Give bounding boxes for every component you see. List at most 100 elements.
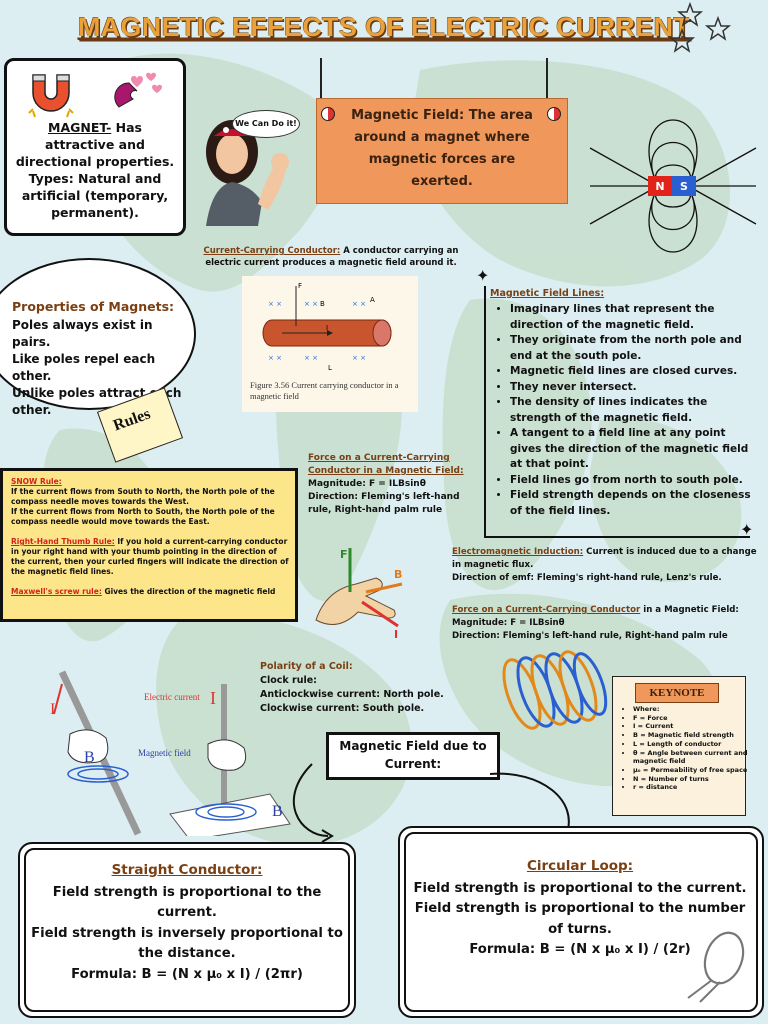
- conductor-text: Current-Carrying Conductor: A conductor …: [200, 245, 462, 269]
- keynote-item: Where:: [633, 705, 757, 714]
- hanger-left: [320, 58, 322, 100]
- l-label: L: [328, 364, 332, 372]
- straight-conductor-text: Straight Conductor: Field strength is pr…: [30, 860, 344, 985]
- we-can-do-it-woman-illustration: [206, 120, 289, 226]
- hanger-right: [546, 58, 548, 100]
- circular-loop-text: Circular Loop: Field strength is proport…: [408, 856, 752, 961]
- conductor-figure: × ×× ×× × × ×× ×× × F B A I L Figure 3.5…: [242, 276, 418, 412]
- bar-magnet-field-diagram: N S: [589, 119, 757, 253]
- induction-emf: Direction of emf: Fleming's right-hand r…: [452, 573, 722, 583]
- field-lines-list: Imaginary lines that represent the direc…: [494, 302, 758, 519]
- magnet-types: Types: Natural and artificial (temporary…: [21, 171, 169, 220]
- force-direction: Direction: Fleming's left-hand rule, Rig…: [308, 492, 460, 515]
- keynote-list: Where: F = Force I = Current B = Magneti…: [617, 705, 757, 792]
- svg-text:× ×: × ×: [304, 354, 318, 362]
- sparkle-icon: ✦: [740, 520, 754, 539]
- keynote-item: μ₀ = Permeability of free space: [633, 766, 757, 775]
- magnet-card: MAGNET- Has attractive and directional p…: [4, 58, 186, 236]
- mfdc-box: Magnetic Field due to Current:: [326, 732, 500, 780]
- snow-rule-line: If the current flows from North to South…: [11, 507, 275, 526]
- field-line-item: A tangent to a field line at any point g…: [510, 426, 758, 473]
- rules-note-label: Rules: [111, 405, 153, 435]
- induction-definition: Current is induced due to a change in ma…: [452, 547, 757, 570]
- field-lines-heading: Magnetic Field Lines:: [490, 288, 605, 299]
- force2-magnitude: Magnitude: F = ILBsinθ: [452, 618, 565, 628]
- i-right-label: I: [210, 688, 216, 708]
- field-line-item: Field lines go from north to south pole.: [510, 473, 758, 489]
- field-line-item: They never intersect.: [510, 380, 758, 396]
- magnet-term: MAGNET-: [48, 120, 112, 135]
- north-pole-label: N: [655, 180, 664, 193]
- right-hand-thumb-rule-illustration: I B Electric current I Magnetic field B: [50, 670, 291, 836]
- force2-direction: Direction: Fleming's left-hand rule, Rig…: [452, 631, 728, 641]
- keynote-item: B = Magnetic field strength: [633, 731, 757, 740]
- rules-box: SNOW Rule: If the current flows from Sou…: [0, 468, 298, 622]
- snow-rule-line: If the current flows from South to North…: [11, 487, 275, 506]
- circular-heading: Circular Loop:: [526, 858, 634, 874]
- b-right-label: B: [272, 803, 283, 820]
- fleming-i-label: I: [394, 628, 398, 640]
- pin-icon: [321, 107, 335, 121]
- field-label: Magnetic field: [138, 748, 191, 758]
- circular-line: Field strength is proportional to the cu…: [413, 880, 747, 896]
- circular-loop-card: Circular Loop: Field strength is proport…: [398, 826, 764, 1018]
- keynote-item: N = Number of turns: [633, 775, 757, 784]
- inner-border: [24, 848, 350, 1012]
- magnet-definition: Has attractive and directional propertie…: [15, 120, 175, 169]
- properties-bubble: Properties of Magnets: Poles always exis…: [0, 258, 196, 417]
- b-left-label: B: [84, 749, 95, 766]
- induction-section: Electromagnetic Induction: Current is in…: [452, 546, 762, 585]
- coil-heading: Polarity of a Coil:: [260, 661, 353, 672]
- field-line-item: Magnetic field lines are closed curves.: [510, 364, 758, 380]
- force2-term: Force on a Current-Carrying Conductor: [452, 605, 641, 615]
- stars-icon: [668, 1, 732, 53]
- coil-line: Clockwise current: South pole.: [260, 703, 425, 714]
- keynote-item: r = distance: [633, 783, 757, 792]
- svg-text:× ×: × ×: [352, 354, 366, 362]
- field-line-item: They originate from the north pole and e…: [510, 333, 758, 364]
- force-section-1: Force on a Current-Carrying Conductor in…: [308, 452, 468, 517]
- field-line-item: The density of lines indicates the stren…: [510, 395, 758, 426]
- svg-text:× ×: × ×: [268, 300, 282, 308]
- fleming-hand-illustration: F B I: [315, 548, 402, 640]
- force-section-2: Force on a Current-Carrying Conductor in…: [452, 604, 762, 643]
- coil-section: Polarity of a Coil: Clock rule: Anticloc…: [260, 660, 460, 716]
- circular-line: Field strength is proportional to the nu…: [414, 901, 746, 937]
- property-line: Like poles repel each other.: [12, 352, 156, 383]
- properties-heading: Properties of Magnets:: [12, 299, 175, 314]
- magnet-hearts-icon: [114, 72, 162, 108]
- snow-rule-title: SNOW Rule:: [11, 477, 62, 486]
- svg-text:× ×: × ×: [304, 300, 318, 308]
- maxwell-title: Maxwell's screw rule:: [11, 587, 102, 596]
- induction-term: Electromagnetic Induction:: [452, 547, 584, 557]
- horseshoe-magnet-icon: [28, 74, 74, 118]
- conductor-caption: Figure 3.56 Current carrying conductor i…: [250, 380, 399, 401]
- magnetic-field-definition: Magnetic Field: The area around a magnet…: [351, 108, 533, 189]
- south-pole-label: S: [680, 180, 688, 193]
- solenoid-coil-illustration: [502, 650, 608, 730]
- straight-line: Formula: B = (N x μ₀ x I) / (2πr): [71, 966, 303, 982]
- magnetic-field-card: Magnetic Field: The area around a magnet…: [316, 98, 568, 204]
- keynote-title: KEYNOTE: [635, 683, 719, 703]
- sparkle-icon: ✦: [476, 266, 490, 285]
- current-label: Electric current: [144, 692, 200, 702]
- conductor-definition: A conductor carrying an electric current…: [205, 246, 459, 268]
- circular-line: Formula: B = (N x μ₀ x I) / (2r): [469, 942, 691, 957]
- straight-line: Field strength is proportional to the cu…: [52, 884, 322, 921]
- page-title: MAGNETIC EFFECTS OF ELECTRIC CURRENT: [77, 12, 691, 42]
- conductor-diagram: × ×× ×× × × ×× ×× × F B A I L: [262, 282, 392, 372]
- straight-heading: Straight Conductor:: [111, 862, 263, 878]
- svg-text:× ×: × ×: [352, 300, 366, 308]
- property-line: Poles always exist in pairs.: [12, 318, 153, 349]
- straight-line: Field strength is inversely proportional…: [31, 925, 343, 962]
- keynote-item: I = Current: [633, 722, 757, 731]
- svg-text:× ×: × ×: [268, 354, 282, 362]
- rht-text: If you hold a current-carrying conductor…: [11, 537, 289, 576]
- keynote-item: F = Force: [633, 714, 757, 723]
- coil-line: Clock rule:: [260, 675, 317, 686]
- field-lines-box: Magnetic Field Lines: Imaginary lines th…: [484, 286, 751, 538]
- magnet-text: MAGNET- Has attractive and directional p…: [15, 119, 175, 221]
- pin-icon: [547, 107, 561, 121]
- speech-bubble: We Can Do it!: [232, 110, 300, 138]
- a-label: A: [370, 296, 375, 304]
